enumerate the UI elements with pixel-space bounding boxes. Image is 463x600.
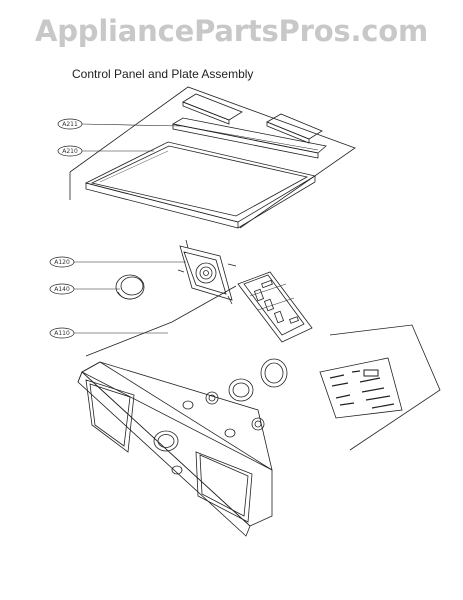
svg-text:A211: A211 <box>62 121 78 128</box>
pcb-part <box>237 271 313 343</box>
callout-a210: A210 <box>57 145 83 157</box>
control-panel-outline <box>85 285 441 451</box>
svg-text:A120: A120 <box>54 259 70 266</box>
trim-strip-part <box>171 93 327 159</box>
diagram-title: Control Panel and Plate Assembly <box>72 67 254 81</box>
callout-a120: A120 <box>49 256 75 268</box>
watermark: AppliancePartsPros.com <box>34 14 429 48</box>
encoder-bracket-part <box>177 239 237 305</box>
leader-lines <box>74 123 186 334</box>
control-label-decal <box>319 357 403 419</box>
knob-part <box>115 274 145 300</box>
svg-text:A140: A140 <box>54 286 70 293</box>
callout-a211: A211 <box>57 118 83 130</box>
plate-frame-part <box>84 141 317 229</box>
plate-assembly-group <box>69 86 356 229</box>
svg-text:A110: A110 <box>54 330 70 337</box>
svg-text:A210: A210 <box>62 148 78 155</box>
callout-a140: A140 <box>49 283 75 295</box>
callout-a110: A110 <box>49 327 75 339</box>
control-panel-body-part <box>77 358 288 537</box>
